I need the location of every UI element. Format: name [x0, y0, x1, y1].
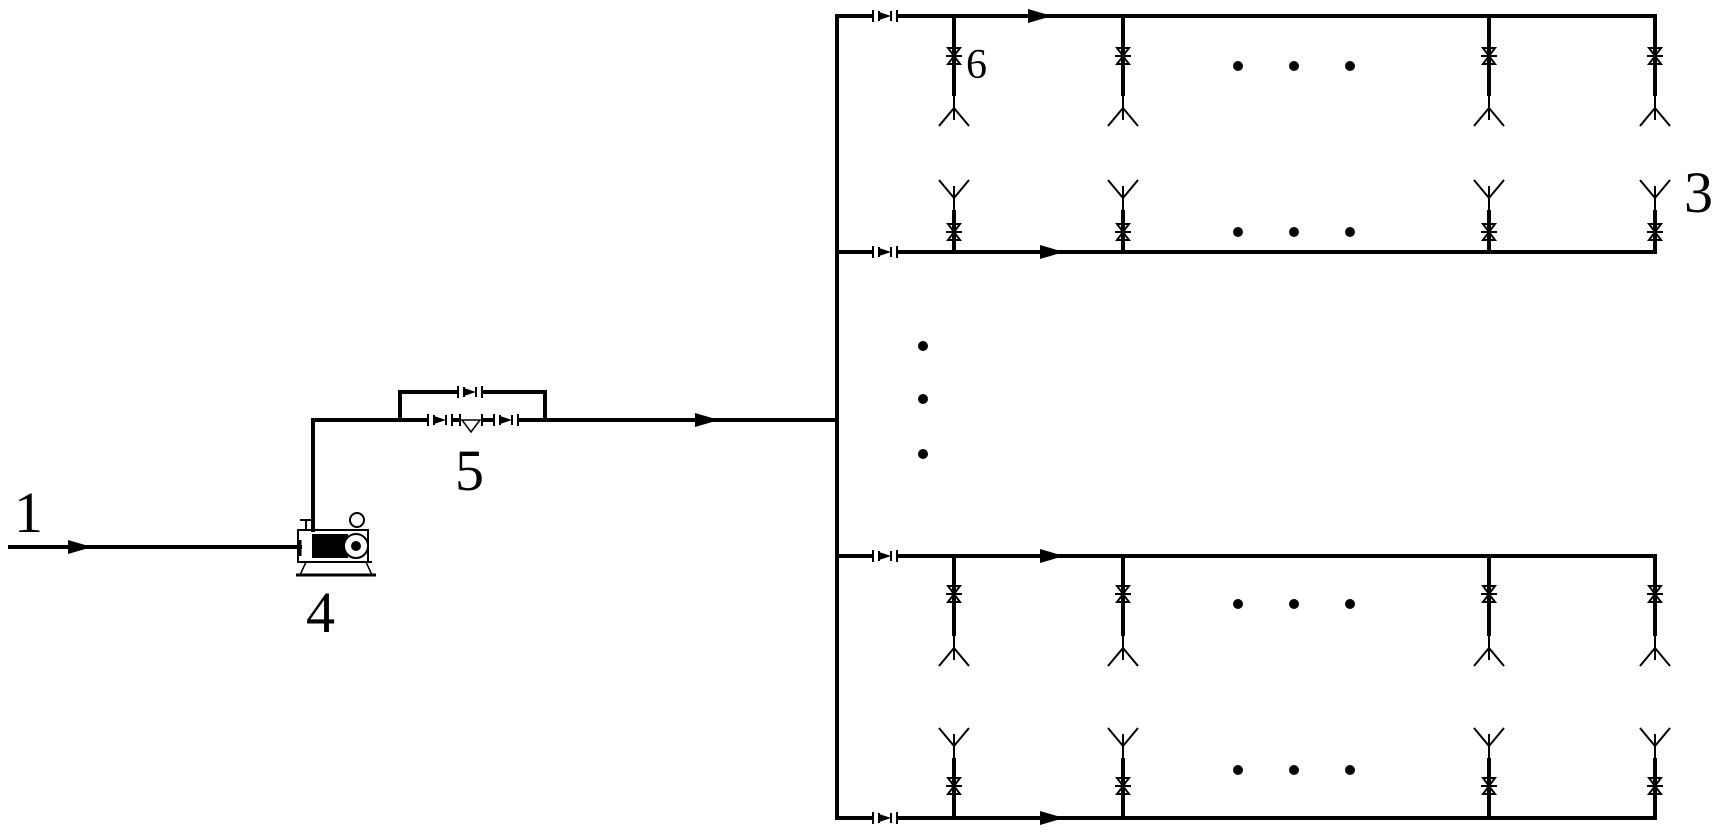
flow-arrow-icon — [68, 540, 92, 554]
sprinkler-head-icon — [1107, 179, 1139, 213]
flow-arrow-icon — [1040, 245, 1064, 259]
sprinkler-ellipsis — [1233, 61, 1355, 71]
bypass-valve-icon — [457, 385, 483, 399]
flow-arrow-icon — [1040, 811, 1064, 825]
lateral-3 — [835, 549, 1671, 667]
centrifugal-pump-icon — [296, 512, 376, 577]
sprinkler-head-icon — [1473, 633, 1505, 667]
flow-arrow-icon — [1028, 9, 1052, 23]
sprinkler-head-icon — [1107, 727, 1139, 761]
gate-valve-icon — [872, 549, 898, 563]
sprinkler-head-icon — [1473, 93, 1505, 127]
gate-valve-icon — [427, 413, 453, 427]
pump-discharge-pipe — [311, 418, 402, 532]
label-inlet: 1 — [14, 480, 43, 545]
lateral-1 — [835, 9, 1671, 127]
label-pump: 4 — [306, 580, 335, 645]
valve-group — [398, 385, 547, 434]
sprinkler-head-icon — [938, 633, 970, 667]
lateral-ellipsis — [918, 341, 928, 459]
lateral-4 — [835, 727, 1671, 825]
lateral-2 — [835, 179, 1671, 259]
sprinkler-head-icon — [938, 727, 970, 761]
sprinkler-head-icon — [1473, 727, 1505, 761]
gate-valve-icon — [872, 9, 898, 23]
main-supply-pipe — [543, 413, 839, 427]
gate-valve-icon — [872, 811, 898, 825]
sprinkler-head-icon — [1639, 179, 1671, 213]
sprinkler-head-icon — [1639, 93, 1671, 127]
sprinkler-head-icon — [1639, 727, 1671, 761]
sprinkler-ellipsis — [1233, 765, 1355, 775]
label-branch-valve: 6 — [966, 42, 987, 88]
check-valve-icon — [459, 414, 483, 434]
sprinkler-ellipsis — [1233, 227, 1355, 237]
flow-arrow-icon — [695, 413, 719, 427]
sprinkler-head-icon — [1107, 633, 1139, 667]
label-sprinkler: 3 — [1684, 160, 1713, 225]
flow-arrow-icon — [1040, 549, 1064, 563]
inlet-pipe — [8, 540, 302, 554]
sprinkler-head-icon — [1107, 93, 1139, 127]
gate-valve-icon — [493, 413, 519, 427]
sprinkler-head-icon — [938, 179, 970, 213]
label-valve-group: 5 — [455, 438, 484, 503]
sprinkler-head-icon — [1639, 633, 1671, 667]
sprinkler-ellipsis — [1233, 599, 1355, 609]
gate-valve-icon — [872, 245, 898, 259]
sprinkler-group — [938, 14, 1671, 127]
sprinkler-head-icon — [938, 93, 970, 127]
sprinkler-head-icon — [1473, 179, 1505, 213]
